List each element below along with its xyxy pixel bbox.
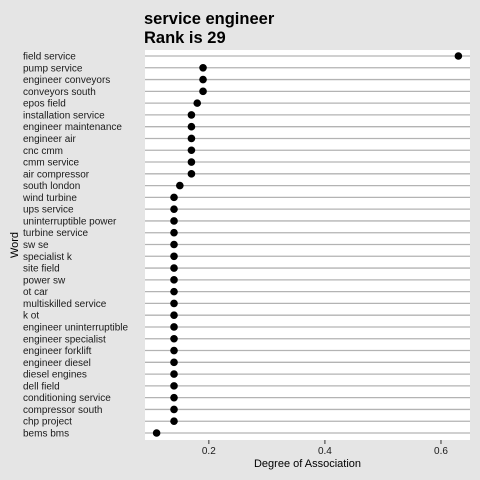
y-tick-label: power sw — [23, 275, 66, 286]
data-point — [152, 429, 161, 437]
y-tick-label: engineer specialist — [23, 334, 106, 345]
y-tick-label: conditioning service — [23, 393, 111, 404]
y-tick-label: site field — [23, 264, 60, 275]
data-point — [170, 252, 178, 261]
data-point — [193, 99, 202, 107]
y-tick-label: conveyors south — [23, 87, 96, 98]
data-point — [170, 311, 178, 319]
data-point — [199, 87, 207, 96]
data-point — [170, 323, 178, 331]
y-tick-label: dell field — [23, 381, 60, 392]
data-point — [187, 134, 196, 143]
data-point — [187, 111, 196, 119]
data-point — [170, 334, 178, 343]
y-tick-label: k ot — [23, 311, 39, 322]
x-axis-title: Degree of Association — [254, 458, 361, 470]
y-tick-label: air compressor — [23, 169, 90, 180]
chart-title: service engineer Rank is 29 — [144, 10, 275, 47]
data-point — [199, 75, 207, 84]
y-tick-label: sw se — [23, 240, 49, 251]
y-tick-label: specialist k — [23, 252, 73, 263]
y-tick-label: multiskilled service — [23, 299, 107, 310]
data-point — [170, 240, 178, 249]
y-tick-label: cnc cmm — [23, 146, 63, 157]
data-point — [170, 217, 178, 225]
y-tick-label: ot car — [23, 287, 49, 298]
data-point — [176, 181, 184, 190]
y-tick-label: cmm service — [23, 158, 80, 169]
y-tick-label: engineer maintenance — [23, 122, 122, 133]
grid-lines — [145, 55, 470, 434]
y-tick-label: engineer forklift — [23, 346, 92, 357]
y-tick-label: diesel engines — [23, 370, 87, 381]
data-point — [170, 417, 178, 426]
data-point — [170, 382, 178, 390]
x-axis: 0.2 0.4 0.6 — [202, 440, 448, 457]
y-tick-label: epos field — [23, 99, 66, 110]
data-point — [187, 170, 196, 178]
data-point — [170, 228, 178, 237]
data-point — [170, 393, 178, 402]
data-point — [170, 299, 178, 308]
y-tick-label: installation service — [23, 110, 105, 121]
x-tick-label: 0.2 — [202, 446, 216, 457]
y-tick-label: bems bms — [23, 429, 69, 440]
y-tick-label: engineer air — [23, 134, 76, 145]
y-tick-label: engineer conveyors — [23, 75, 110, 86]
y-tick-label: south london — [23, 181, 80, 192]
chart-title-line-1: service engineer — [144, 10, 275, 28]
data-point — [199, 63, 207, 72]
y-tick-label: pump service — [23, 63, 83, 74]
data-points — [152, 52, 463, 437]
chart-title-line-2: Rank is 29 — [144, 29, 226, 47]
data-point — [170, 264, 178, 272]
y-tick-label: uninterruptible power — [23, 216, 117, 227]
data-point — [187, 122, 196, 131]
data-point — [170, 205, 178, 213]
data-point — [170, 193, 178, 202]
data-point — [170, 287, 178, 296]
data-point — [170, 405, 178, 414]
data-point — [170, 276, 178, 284]
data-point — [454, 52, 463, 60]
y-tick-label: engineer uninterruptible — [23, 322, 129, 333]
data-point — [187, 146, 196, 155]
data-point — [170, 346, 178, 355]
y-tick-label: field service — [23, 52, 76, 63]
y-tick-label: compressor south — [23, 405, 102, 416]
y-tick-label: ups service — [23, 205, 74, 216]
y-tick-label: engineer diesel — [23, 358, 91, 369]
y-tick-label: wind turbine — [22, 193, 77, 204]
data-point — [187, 158, 196, 166]
x-tick-label: 0.4 — [318, 446, 332, 457]
data-point — [170, 358, 178, 367]
y-axis-title: Word — [9, 232, 21, 258]
x-tick-label: 0.6 — [434, 446, 448, 457]
y-tick-label: chp project — [23, 417, 72, 428]
y-tick-label: turbine service — [23, 228, 88, 239]
data-point — [170, 370, 178, 378]
